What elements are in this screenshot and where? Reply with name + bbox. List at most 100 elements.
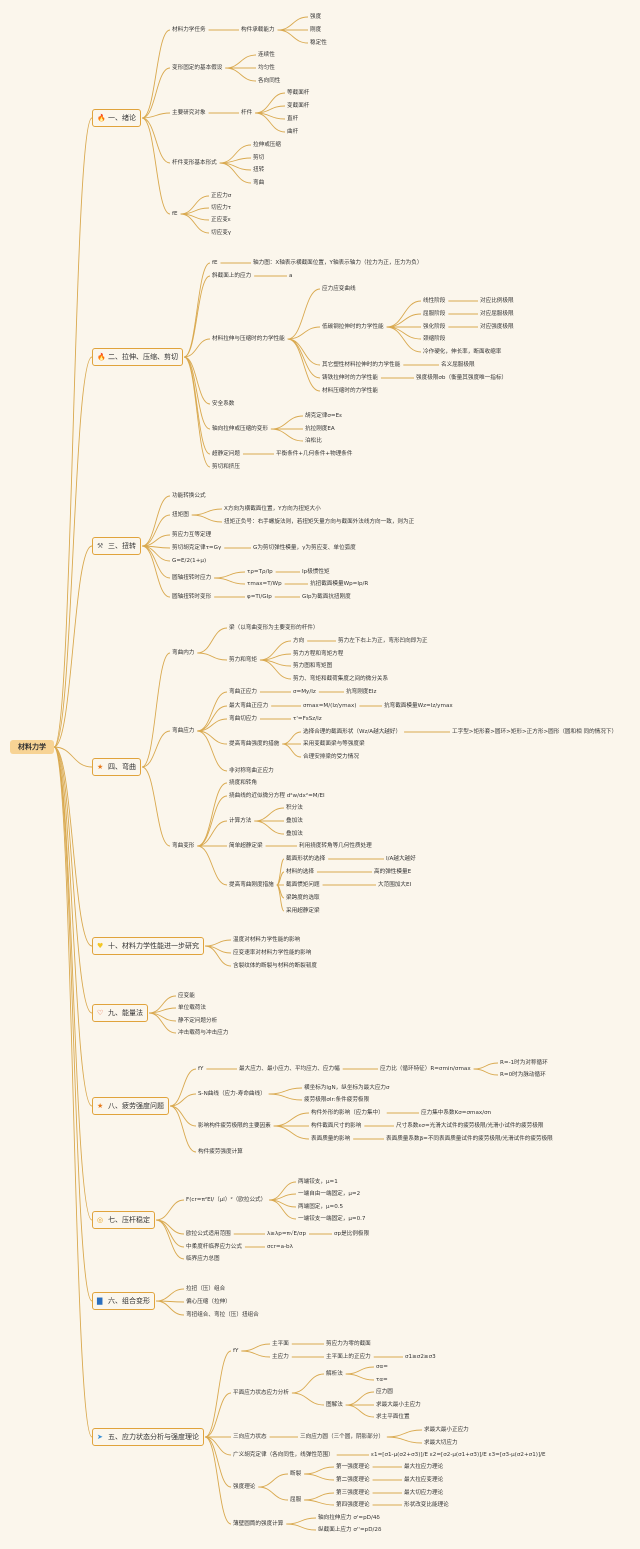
topic-node[interactable]: 简单超静定梁: [229, 842, 263, 849]
topic-node[interactable]: R=-1时为对称循环: [500, 1059, 548, 1066]
branch-b6[interactable]: ▇六、组合变形: [92, 1292, 155, 1310]
branch-b4[interactable]: ★四、弯曲: [92, 758, 141, 776]
topic-node[interactable]: I/A越大越好: [386, 855, 416, 862]
topic-node[interactable]: 含裂纹体的断裂与材料的断裂韧度: [233, 962, 317, 969]
topic-node[interactable]: 尺寸系数εσ=光滑大试件的疲劳极限/光滑小试件的疲劳极限: [396, 1122, 544, 1129]
topic-node[interactable]: 第二强度理论: [336, 1476, 370, 1483]
topic-node[interactable]: 剪切: [253, 154, 265, 161]
topic-node[interactable]: 对应比例极限: [480, 297, 514, 304]
topic-node[interactable]: λ≥λp=π√E/σp: [267, 1230, 306, 1237]
topic-node[interactable]: 剪力左下右上为正，弯形凹向即为正: [338, 637, 428, 644]
topic-node[interactable]: 临界应力总图: [186, 1255, 220, 1262]
topic-node[interactable]: F(cr=π²EI/（μl）²（欧拉公式）: [186, 1196, 267, 1203]
branch-b3[interactable]: ⚒三、扭转: [92, 537, 141, 555]
topic-node[interactable]: GIp为截面抗扭刚度: [302, 593, 351, 600]
topic-node[interactable]: 工字型>矩形套>圆环>矩形>正方形>圆形（圆和相 同的情况下）: [452, 728, 618, 735]
topic-node[interactable]: 表面质量的影响: [311, 1135, 351, 1142]
topic-node[interactable]: 弯曲变形: [172, 842, 195, 849]
topic-node[interactable]: 其它塑性材料拉伸时的力学性能: [322, 361, 401, 368]
topic-node[interactable]: 纵截面上应力 σ''=pD/2δ: [318, 1526, 382, 1533]
topic-node[interactable]: 构件外形的影响（应力集中）: [311, 1109, 384, 1116]
topic-node[interactable]: 主平面上的正应力: [326, 1353, 371, 1360]
topic-node[interactable]: 变形固定的基本假设: [172, 64, 223, 71]
topic-node[interactable]: σ1≥σ2≥σ3: [405, 1353, 436, 1360]
topic-node[interactable]: 疲劳极限σlr:条件疲劳极限: [304, 1096, 370, 1103]
topic-node[interactable]: 求最大最小正应力: [424, 1426, 469, 1433]
topic-node[interactable]: 拉伸或压缩: [253, 141, 281, 148]
topic-node[interactable]: fE: [172, 210, 178, 217]
topic-node[interactable]: 提高弯曲刚度措施: [229, 881, 274, 888]
topic-node[interactable]: 叠加法: [286, 817, 303, 824]
topic-node[interactable]: 抗弯截面模量Wz=Iz/ymax: [384, 702, 453, 709]
topic-node[interactable]: 应变能: [178, 992, 195, 999]
topic-node[interactable]: 强度: [310, 13, 322, 20]
topic-node[interactable]: 方向: [293, 637, 305, 644]
topic-node[interactable]: σp是比例极限: [334, 1230, 370, 1237]
topic-node[interactable]: 直杆: [287, 115, 299, 122]
topic-node[interactable]: 正应力σ: [211, 192, 232, 199]
branch-b2[interactable]: 🔥二、拉伸、压缩、剪切: [92, 348, 183, 366]
topic-node[interactable]: 广义胡克定律（各向同性，线弹性范围）: [233, 1451, 334, 1458]
topic-node[interactable]: 强度极限σb（衡量其强度唯一指标）: [416, 374, 508, 381]
topic-node[interactable]: 弯曲应力: [172, 727, 195, 734]
topic-node[interactable]: 薄壁圆筒的强度计算: [233, 1520, 284, 1527]
topic-node[interactable]: 抗拉刚度EA: [305, 425, 335, 432]
topic-node[interactable]: 高的弹性模量E: [374, 868, 412, 875]
topic-node[interactable]: 正应变ε: [211, 216, 231, 223]
topic-node[interactable]: 刚度: [310, 26, 322, 33]
topic-node[interactable]: 扭矩正负号：右手螺旋法则，若扭矩矢量方向与截面外法线方向一致，则为正: [224, 518, 415, 525]
topic-node[interactable]: 一端铰支一端固定，μ=0.7: [298, 1215, 366, 1222]
topic-node[interactable]: 剪力和弯矩: [229, 656, 257, 663]
topic-node[interactable]: 功能转换公式: [172, 492, 206, 499]
topic-node[interactable]: τmax=T/Wp: [247, 580, 282, 587]
topic-node[interactable]: 屈服阶段: [423, 310, 446, 317]
root-topic[interactable]: 材料力学: [10, 740, 54, 754]
topic-node[interactable]: 剪应力为零的截面: [326, 1340, 371, 1347]
topic-node[interactable]: 解析法: [326, 1370, 343, 1377]
topic-node[interactable]: 一端自由一端固定，μ=2: [298, 1190, 361, 1197]
topic-node[interactable]: 最大拉应变理论: [404, 1476, 444, 1483]
topic-node[interactable]: R=0时为脉动循环: [500, 1071, 546, 1078]
topic-node[interactable]: 主要研究对象: [172, 109, 206, 116]
topic-node[interactable]: 强度理论: [233, 1483, 256, 1490]
topic-node[interactable]: 温度对材料力学性能的影响: [233, 936, 301, 943]
topic-node[interactable]: 屈服: [290, 1496, 302, 1503]
topic-node[interactable]: 扭矩图: [172, 511, 189, 518]
topic-node[interactable]: 铸铁拉伸时的力学性能: [322, 374, 378, 381]
topic-node[interactable]: G为剪切弹性模量，γ为剪应变、单位弧度: [253, 544, 356, 551]
topic-node[interactable]: 影响构件疲劳极限的主要因素: [198, 1122, 271, 1129]
topic-node[interactable]: 抗弯刚度EIz: [346, 688, 377, 695]
topic-node[interactable]: 超静定问题: [212, 450, 240, 457]
topic-node[interactable]: 各向同性: [258, 77, 281, 84]
topic-node[interactable]: σmax=M/(Iz/ymax): [303, 702, 357, 709]
topic-node[interactable]: 弯扭组合、弯拉（压）扭组合: [186, 1311, 259, 1318]
topic-node[interactable]: σcr=a-bλ: [267, 1243, 293, 1250]
topic-node[interactable]: 三向应力状态: [233, 1433, 267, 1440]
topic-node[interactable]: 变截面杆: [287, 102, 310, 109]
topic-node[interactable]: 安全系数: [212, 400, 235, 407]
topic-node[interactable]: 平衡条件+几何条件+物理条件: [276, 450, 353, 457]
topic-node[interactable]: 挠曲线的近似微分方程 d²w/dx²=M/EI: [229, 792, 325, 799]
topic-node[interactable]: G=E/2(1+μ): [172, 557, 207, 564]
topic-node[interactable]: 求最大最小主应力: [376, 1401, 421, 1408]
topic-node[interactable]: 合理安排梁的受力情况: [303, 753, 359, 760]
topic-node[interactable]: 线性阶段: [423, 297, 446, 304]
topic-node[interactable]: 强化阶段: [423, 323, 446, 330]
branch-b10[interactable]: ♥十、材料力学性能进一步研究: [92, 937, 204, 955]
topic-node[interactable]: 冲击载荷与冲击应力: [178, 1029, 229, 1036]
topic-node[interactable]: 截面形状的选择: [286, 855, 326, 862]
topic-node[interactable]: 三向应力圆（三个圆，阴影部分）: [300, 1433, 384, 1440]
topic-node[interactable]: 均匀性: [258, 64, 275, 71]
topic-node[interactable]: 提高弯曲强度的措施: [229, 740, 280, 747]
topic-node[interactable]: φ=Tl/GIp: [247, 593, 272, 600]
topic-node[interactable]: 截面惯矩问题: [286, 881, 320, 888]
topic-node[interactable]: 求主平面位置: [376, 1413, 410, 1420]
topic-node[interactable]: 弯曲切应力: [229, 715, 257, 722]
topic-node[interactable]: 应力集中系数Kσ=σmax/σn: [421, 1109, 492, 1116]
topic-node[interactable]: τρ=Tρ/Ip: [247, 568, 273, 575]
topic-node[interactable]: 形状改变比能理论: [404, 1501, 449, 1508]
branch-b9[interactable]: ♡九、能量法: [92, 1004, 148, 1022]
topic-node[interactable]: 应力圆: [376, 1388, 393, 1395]
topic-node[interactable]: 轴向拉伸或压缩的变形: [212, 425, 268, 432]
topic-node[interactable]: σα=: [376, 1363, 388, 1370]
